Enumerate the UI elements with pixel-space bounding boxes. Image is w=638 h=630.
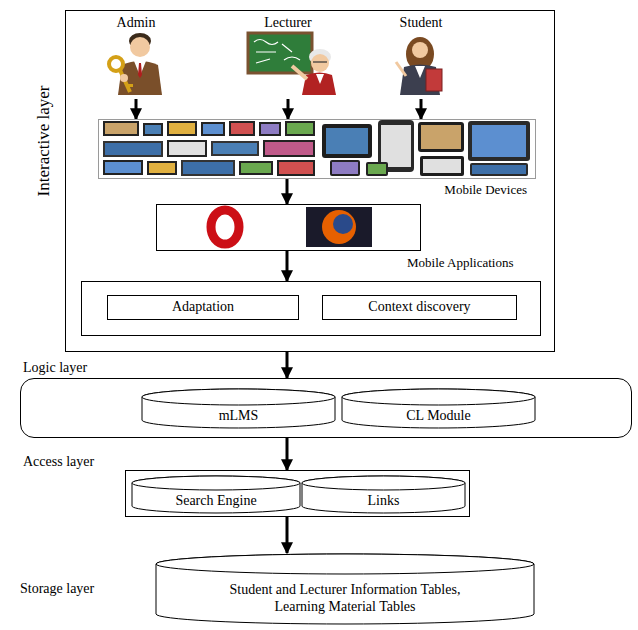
layer-band: mLMSCL ModuleLogic layer <box>20 378 632 438</box>
user-icon-box: Student <box>381 15 461 99</box>
module-group-box: Adaptation Context discovery <box>81 281 541 336</box>
layer-label: Interactive layer <box>34 86 54 197</box>
chalk-marks <box>254 40 300 64</box>
layer-label: Access layer <box>23 454 94 471</box>
storage-text: Student and Lecturer Information Tables,… <box>205 582 485 616</box>
cylinder-body <box>302 476 465 513</box>
firefox-logo <box>322 210 356 244</box>
cylinder-body <box>132 476 300 513</box>
lecturer-figure <box>248 33 336 95</box>
layer-box: Search EngineLinksAccess layer <box>125 470 470 517</box>
node-label: mLMS <box>219 408 259 425</box>
storage-cylinder: Storage layerStudent and Lecturer Inform… <box>155 553 535 625</box>
cylinder-body <box>142 389 335 428</box>
flow-arrow <box>420 99 423 119</box>
glasses <box>313 61 327 62</box>
vest <box>302 73 336 96</box>
app-box: Mobile Applications <box>156 204 421 251</box>
face <box>130 37 150 57</box>
database-cylinder: Links <box>301 475 466 514</box>
app-caption: Mobile Applications <box>407 255 514 271</box>
firefox-logo-ground <box>306 207 372 247</box>
flow-arrow <box>286 251 289 281</box>
flow-arrow <box>286 352 289 378</box>
user-icon-box: Admin <box>101 15 171 99</box>
node-label: Search Engine <box>175 493 256 510</box>
module-box: Context discovery <box>322 295 517 320</box>
database-cylinder: Search Engine <box>131 475 301 514</box>
node-label: Admin <box>117 15 156 32</box>
face <box>412 42 428 58</box>
cylinder-top <box>302 476 465 490</box>
database-cylinder: CL Module <box>341 388 536 429</box>
node-label: CL Module <box>406 408 470 425</box>
shirt <box>415 66 425 78</box>
cylinder-top <box>342 389 535 405</box>
arm <box>292 66 307 79</box>
opera-logo <box>211 210 239 244</box>
cylinder-body <box>156 554 534 624</box>
chalkboard <box>248 33 312 73</box>
layer-panel: AdminLecturerStudentMobile DevicesMobile… <box>65 10 555 352</box>
key-tooth <box>127 84 133 87</box>
face <box>311 54 329 72</box>
cylinder-top <box>132 476 300 490</box>
module-box: Adaptation <box>107 295 299 320</box>
cylinder-body <box>342 389 535 428</box>
book <box>426 69 442 91</box>
student-figure <box>396 37 442 95</box>
node-label: Lecturer <box>264 15 311 32</box>
flow-arrow <box>286 517 289 553</box>
firefox-globe <box>333 214 353 234</box>
flow-arrow <box>286 438 289 470</box>
key-shaft <box>120 70 130 92</box>
cylinder-top <box>142 389 335 405</box>
node-label: Context discovery <box>368 299 470 316</box>
admin-figure <box>109 33 162 95</box>
node-label: Student <box>400 15 443 32</box>
flow-arrow <box>286 179 289 204</box>
layer-label: Storage layer <box>20 581 94 598</box>
layer-label: Logic layer <box>23 360 87 377</box>
key-ring <box>109 57 123 71</box>
tie <box>138 63 142 78</box>
browser-logos <box>211 207 372 247</box>
hand <box>120 74 128 82</box>
node-label: Adaptation <box>172 299 234 316</box>
cylinder-top <box>156 554 534 574</box>
devices-collage <box>103 120 530 176</box>
flow-arrow <box>287 99 290 119</box>
shirt <box>316 74 324 84</box>
flow-arrow <box>135 99 138 119</box>
arm <box>396 62 406 76</box>
node-label: Links <box>368 493 400 510</box>
image-box: Mobile Devices <box>98 119 536 179</box>
user-icon-box: Lecturer <box>243 15 333 99</box>
image-caption: Mobile Devices <box>444 182 527 198</box>
database-cylinder: mLMS <box>141 388 336 429</box>
